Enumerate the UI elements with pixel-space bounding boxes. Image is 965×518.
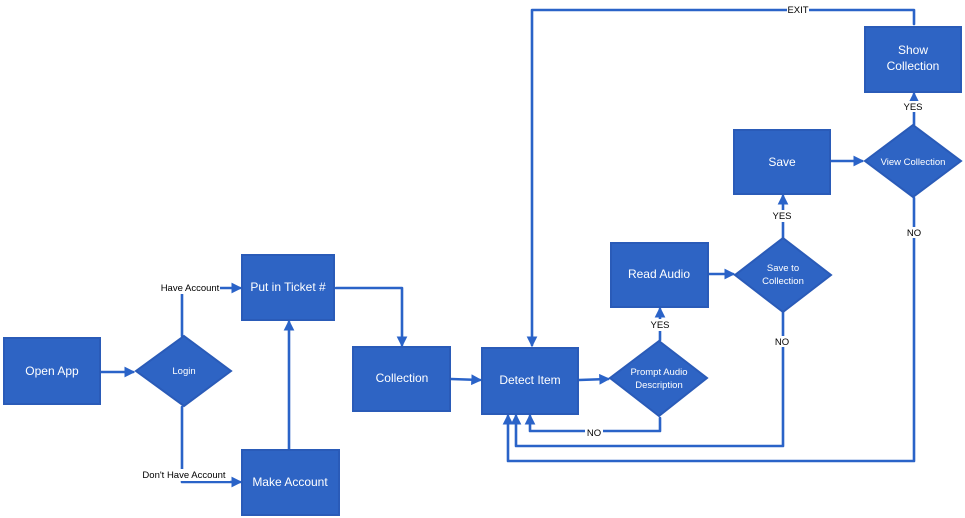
node-prompt-audio-label-line2: Description — [635, 380, 683, 391]
node-read-audio: Read Audio — [610, 242, 709, 308]
edge-put-ticket-to-collection — [334, 286, 408, 348]
node-make-account-label: Make Account — [252, 475, 328, 489]
node-put-ticket: Put in Ticket # — [241, 254, 335, 321]
edge-label-dont-have-account: Don't Have Account — [142, 470, 225, 481]
edge-label-yes-prompt: YES — [650, 320, 669, 331]
edge-detect-item-to-prompt-audio — [577, 373, 611, 385]
edge-label-no-prompt: NO — [587, 428, 601, 439]
node-read-audio-label: Read Audio — [628, 267, 690, 281]
node-view-collection-label: View Collection — [881, 157, 946, 168]
edge-label-no-save-to: NO — [775, 337, 789, 348]
node-show-collection-label-line2: Collection — [887, 59, 940, 73]
node-save: Save — [733, 129, 831, 195]
node-prompt-audio: Prompt Audio Description — [608, 339, 709, 418]
edge-label-exit: EXIT — [787, 5, 808, 16]
edge-view-collection-no-to-detect-item — [502, 196, 916, 463]
node-save-to-collection-label-line1: Save to — [767, 263, 799, 274]
node-detect-item-label: Detect Item — [499, 373, 560, 387]
edge-label-have-account: Have Account — [161, 283, 220, 294]
node-save-to-collection: Save to Collection — [733, 236, 833, 314]
edge-save-to-collection-no-to-detect-item — [510, 310, 785, 448]
node-prompt-audio-label-line1: Prompt Audio — [630, 367, 687, 378]
node-save-label: Save — [768, 155, 796, 169]
edge-label-yes-view: YES — [903, 102, 922, 113]
node-put-ticket-label: Put in Ticket # — [250, 280, 326, 294]
node-open-app-label: Open App — [25, 364, 79, 378]
edge-login-to-put-ticket — [180, 282, 243, 338]
node-save-to-collection-label-line2: Collection — [762, 276, 804, 287]
node-login-label: Login — [172, 366, 195, 377]
node-open-app: Open App — [3, 337, 101, 405]
node-show-collection: Show Collection — [864, 26, 962, 93]
node-collection: Collection — [352, 346, 451, 412]
node-make-account: Make Account — [241, 449, 340, 516]
edge-label-yes-save-to: YES — [772, 211, 791, 222]
edge-login-to-make-account — [180, 405, 243, 488]
node-view-collection: View Collection — [863, 123, 963, 199]
nodes: Open App Login Put in Ticket # Make Acco… — [3, 26, 963, 516]
edge-collection-to-detect-item — [449, 374, 483, 386]
node-login: Login — [134, 334, 233, 408]
node-detect-item: Detect Item — [481, 347, 579, 415]
node-collection-label: Collection — [376, 371, 429, 385]
edge-show-collection-exit-to-detect-item — [526, 8, 916, 348]
edge-labels: Have Account Don't Have Account YES NO Y… — [138, 4, 925, 481]
edge-label-no-view: NO — [907, 228, 921, 239]
node-show-collection-label-line1: Show — [898, 43, 928, 57]
